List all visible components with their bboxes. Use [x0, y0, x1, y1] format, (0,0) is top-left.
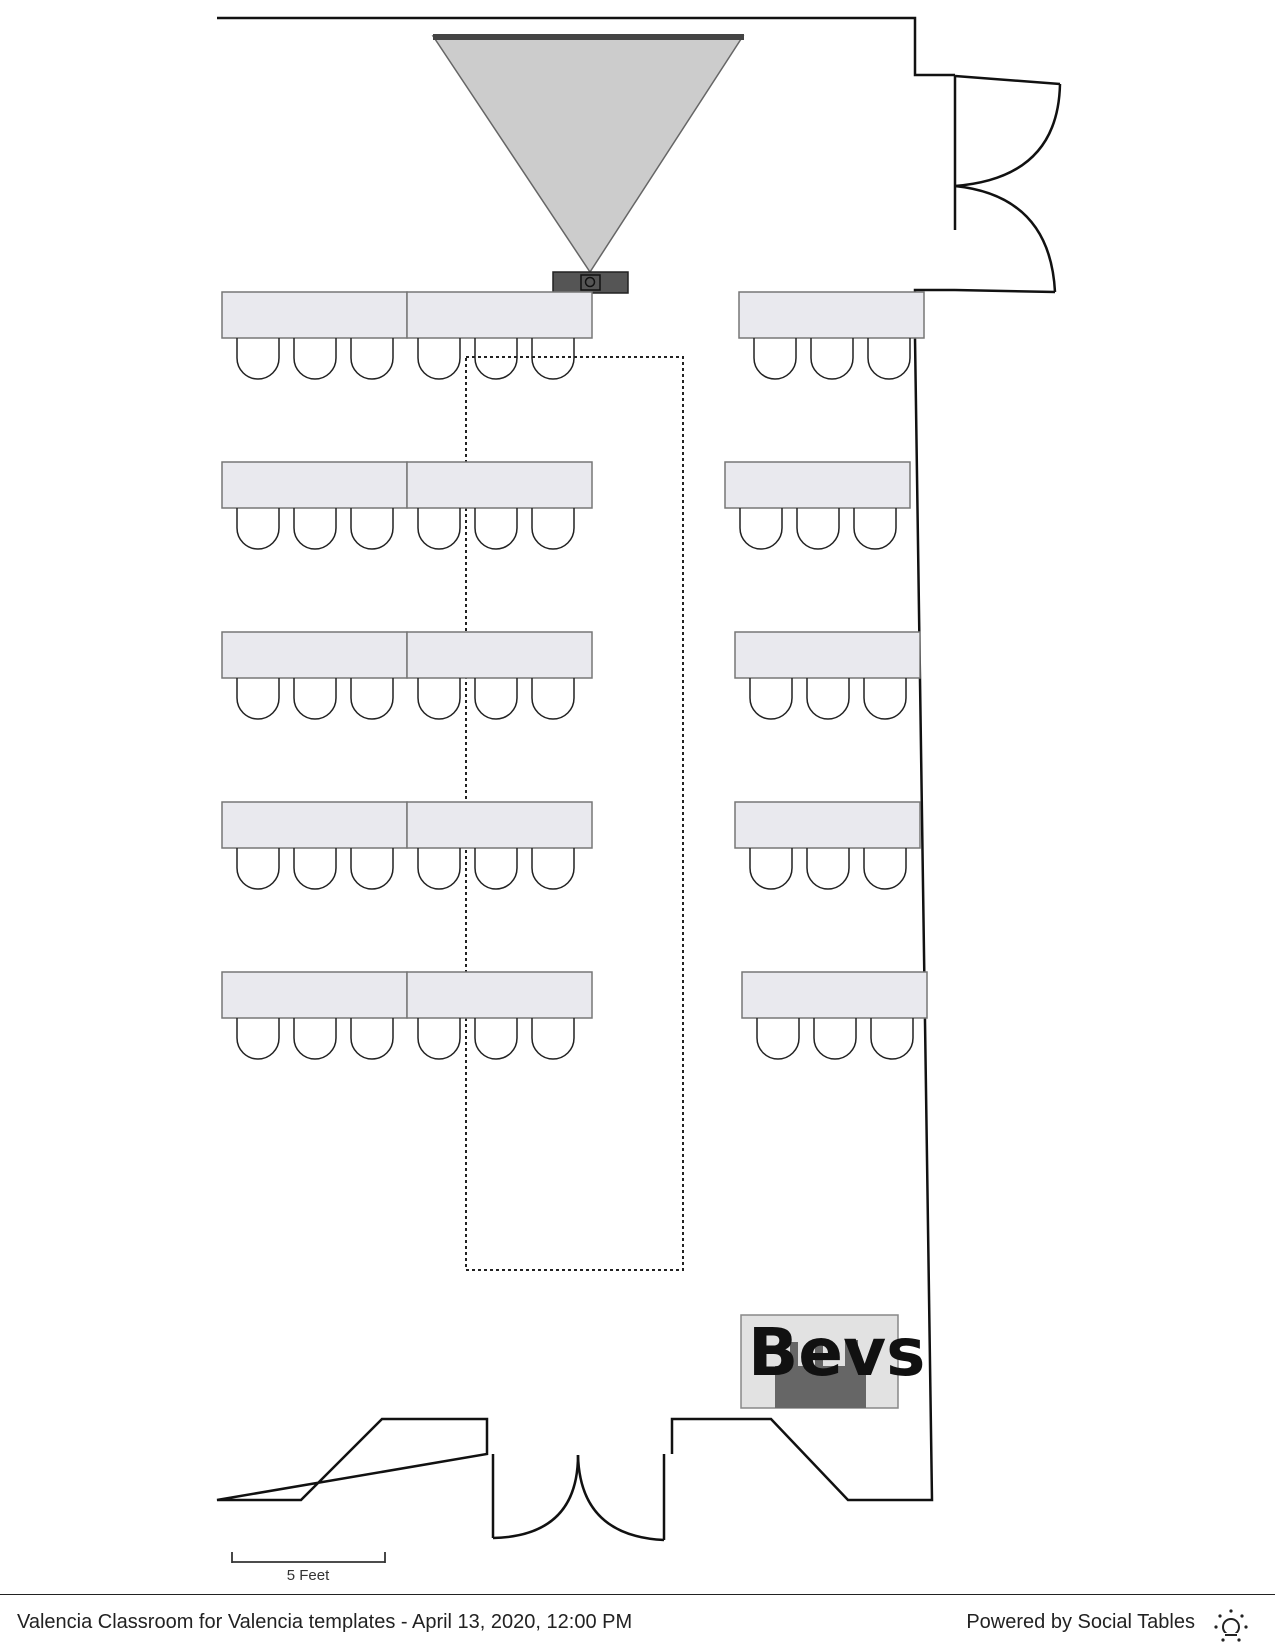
table	[406, 631, 593, 679]
table	[406, 801, 593, 849]
chair	[756, 1018, 800, 1060]
chair	[813, 1018, 857, 1060]
chair	[853, 508, 897, 550]
bevs-station: Bevs	[740, 1314, 925, 1409]
chair	[753, 338, 797, 380]
chair	[531, 1018, 575, 1060]
chair	[236, 338, 280, 380]
chair	[474, 848, 518, 890]
chair	[749, 848, 793, 890]
table	[734, 631, 921, 679]
chair	[806, 678, 850, 720]
chair	[236, 1018, 280, 1060]
chair	[293, 1018, 337, 1060]
chair	[417, 848, 461, 890]
table	[406, 291, 593, 339]
chair	[350, 1018, 394, 1060]
table	[738, 291, 925, 339]
table	[406, 971, 593, 1019]
chair	[474, 338, 518, 380]
floor-plan: Bevs 5 Feet	[216, 16, 1062, 1584]
chair	[236, 848, 280, 890]
bevs-label: Bevs	[748, 1314, 925, 1391]
chair	[236, 678, 280, 720]
chair	[417, 678, 461, 720]
chair	[863, 678, 907, 720]
chair	[749, 678, 793, 720]
chair	[350, 508, 394, 550]
chair	[474, 1018, 518, 1060]
table	[221, 291, 408, 339]
table	[734, 801, 921, 849]
tables-layer	[221, 291, 928, 1060]
projector	[552, 271, 629, 294]
chair	[417, 1018, 461, 1060]
chair	[863, 848, 907, 890]
chair	[293, 678, 337, 720]
screen-bar	[433, 34, 744, 40]
table	[724, 461, 911, 509]
credit-text: Powered by Social Tables	[966, 1611, 1195, 1633]
chair	[293, 338, 337, 380]
chair	[531, 338, 575, 380]
table	[221, 801, 408, 849]
chair	[870, 1018, 914, 1060]
chair	[474, 678, 518, 720]
table	[221, 461, 408, 509]
chair	[806, 848, 850, 890]
entrance-door	[491, 1454, 666, 1542]
chair	[474, 508, 518, 550]
chair	[810, 338, 854, 380]
table	[221, 631, 408, 679]
side-door	[953, 74, 1062, 294]
projection-screen	[431, 35, 745, 274]
chair	[739, 508, 783, 550]
chair	[417, 508, 461, 550]
table	[741, 971, 928, 1019]
scale-label: 5 Feet	[287, 1567, 330, 1584]
chair	[417, 338, 461, 380]
chair	[867, 338, 911, 380]
scale-bar	[231, 1552, 386, 1563]
chair	[350, 338, 394, 380]
table	[406, 461, 593, 509]
chair	[350, 678, 394, 720]
footer: Valencia Classroom for Valencia template…	[0, 1594, 1275, 1650]
chair	[531, 678, 575, 720]
chair	[796, 508, 840, 550]
chair	[350, 848, 394, 890]
chair	[293, 508, 337, 550]
plan-caption: Valencia Classroom for Valencia template…	[17, 1611, 633, 1633]
sun-icon	[1214, 1609, 1248, 1642]
chair	[531, 848, 575, 890]
bevs-graphic	[775, 1340, 866, 1408]
chair	[236, 508, 280, 550]
table	[221, 971, 408, 1019]
chair	[293, 848, 337, 890]
chair	[531, 508, 575, 550]
